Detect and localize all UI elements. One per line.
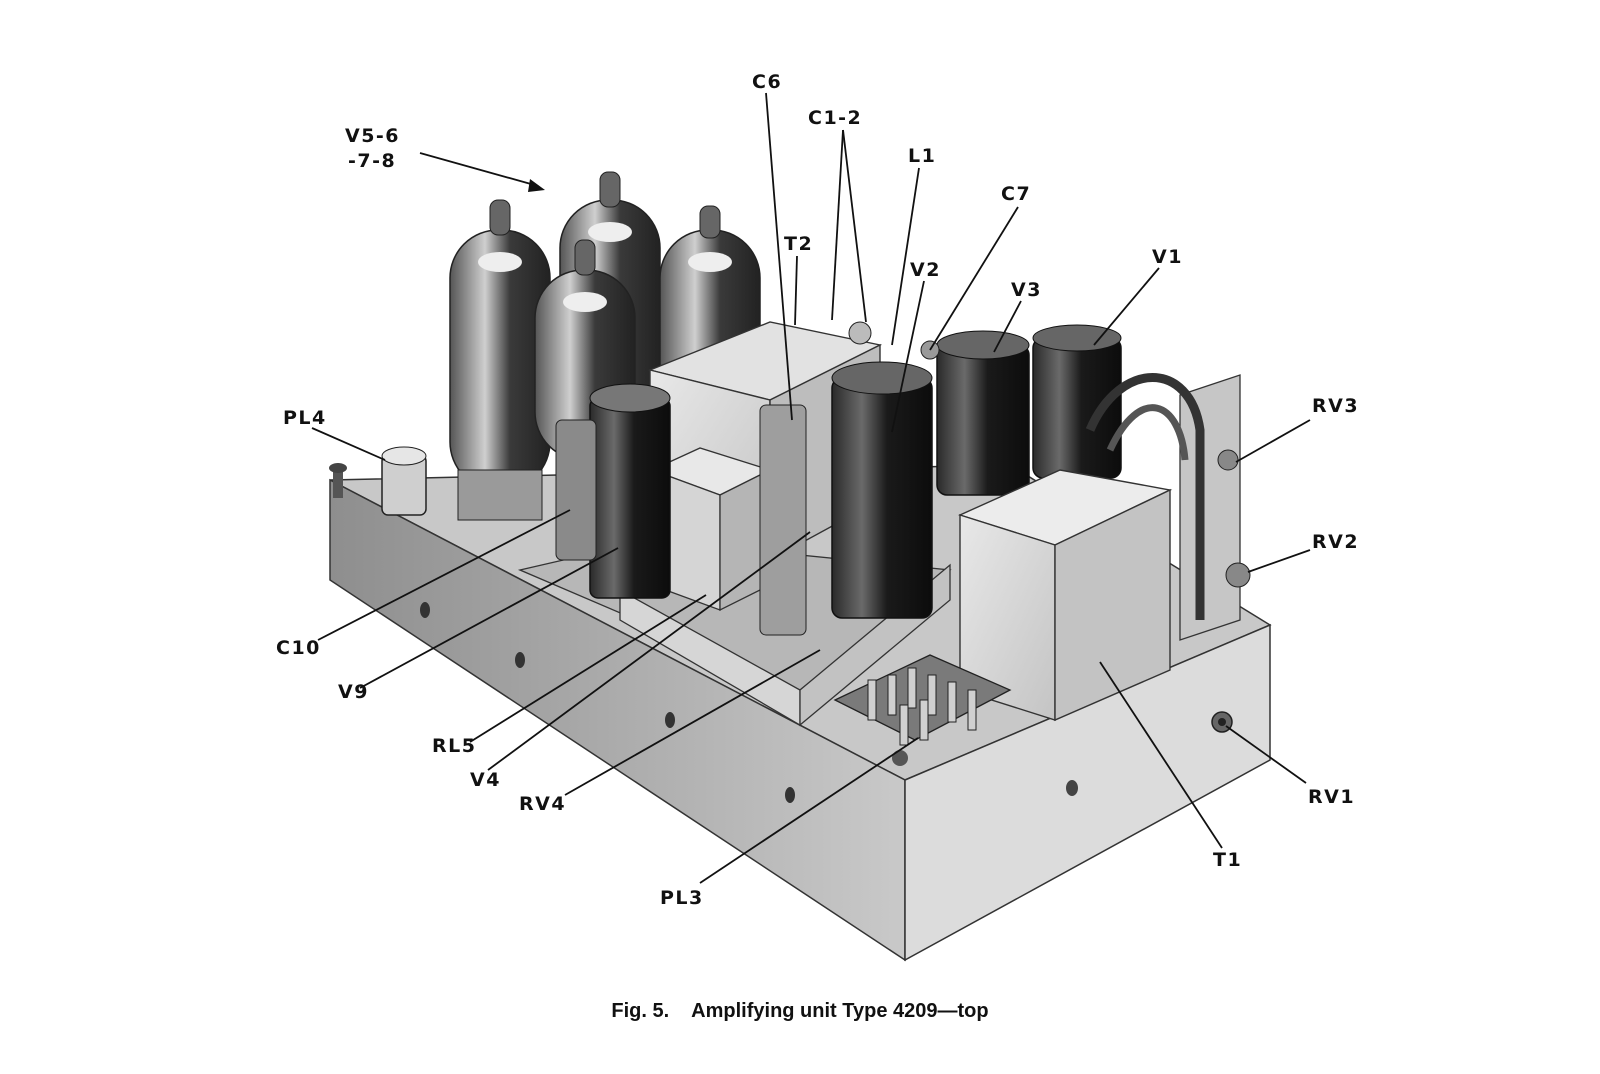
label-c10: C10 [276,637,321,659]
label-l1: L1 [908,145,936,167]
pl3-connector [833,654,1012,766]
label-rv4: RV4 [519,793,566,815]
label-rv2: RV2 [1312,531,1359,553]
label-c6: C6 [752,71,782,93]
label-t2: T2 [784,233,813,255]
label-rl5: RL5 [432,735,476,757]
label-v5-line1: V5-6 [345,125,400,147]
figure-number: Fig. 5. [611,1000,670,1022]
label-v5-line2: -7-8 [348,150,396,172]
label-rv1: RV1 [1308,786,1355,808]
label-pl3: PL3 [660,887,704,909]
label-rv3: RV3 [1312,395,1359,417]
label-v2: V2 [910,259,941,281]
label-c1-2: C1-2 [808,107,862,129]
potentiometer-bracket [1085,373,1251,641]
capacitor-cans [555,321,1122,636]
label-pl4: PL4 [283,407,327,429]
transformer-t1 [958,469,1173,722]
label-t1: T1 [1213,849,1242,871]
leader-lines [311,92,1311,884]
part-labels: V5-6 -7-8 C6 C1-2 L1 C7 T2 V2 V3 V1 PL4 … [276,71,1359,909]
label-v9: V9 [338,681,369,703]
figure-caption: Fig. 5. Amplifying unit Type 4209—top [0,1000,1600,1023]
pl4-connector [329,446,427,516]
label-v1: V1 [1152,246,1183,268]
label-c7: C7 [1001,183,1031,205]
label-v3: V3 [1011,279,1042,301]
label-v4: V4 [470,769,501,791]
figure-title: Amplifying unit Type 4209—top [691,1000,989,1022]
